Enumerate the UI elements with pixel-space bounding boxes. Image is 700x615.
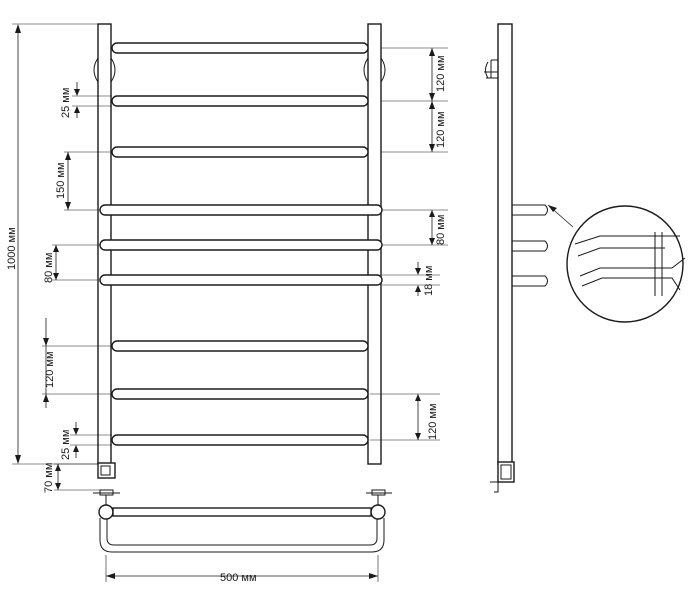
label-total-height: 1000 мм	[6, 227, 18, 270]
dim-gap-120-left: 120 мм	[42, 318, 112, 408]
label-bar-diameter-bottom: 25 мм	[60, 430, 72, 460]
label-width: 500 мм	[220, 572, 257, 584]
detail-callout	[547, 204, 686, 323]
label-gap-120-left: 120 мм	[44, 351, 56, 388]
label-bottom-offset: 70 мм	[43, 463, 55, 493]
label-gap-120-right-bottom: 120 мм	[427, 403, 439, 440]
thermostat-box	[97, 462, 116, 479]
side-view	[484, 23, 548, 493]
dim-gap-120-right-bottom: 120 мм	[370, 393, 440, 441]
dim-bottom-offset: 70 мм	[43, 463, 100, 493]
dim-bar-diameter-top: 25 мм	[60, 82, 112, 118]
label-second-gap-right: 120 мм	[435, 111, 447, 148]
dim-total-height: 1000 мм	[6, 23, 98, 465]
dim-bar-18: 18 мм	[382, 262, 440, 296]
dim-gap-80-right: 80 мм	[382, 209, 448, 246]
dim-second-gap-right: 120 мм	[381, 101, 448, 153]
rail-bars	[99, 42, 383, 446]
rail-bar	[111, 434, 369, 446]
rail-bar	[111, 95, 369, 107]
rail-bar	[99, 204, 383, 216]
label-bar-18: 18 мм	[423, 266, 435, 296]
rail-bar	[111, 146, 369, 158]
top-right-wall-mount	[363, 57, 386, 83]
rail-bar	[111, 340, 369, 352]
dim-gap-80-left: 80 мм	[43, 244, 100, 283]
label-bar-diameter-top: 25 мм	[60, 88, 72, 118]
dim-bar-diameter-bottom: 25 мм	[60, 422, 112, 460]
dim-gap-150: 150 мм	[55, 151, 112, 211]
rail-bar	[99, 274, 383, 286]
dim-width: 500 мм	[105, 555, 379, 584]
top-left-wall-mount	[93, 57, 116, 83]
label-gap-150: 150 мм	[55, 162, 67, 199]
rail-bar	[99, 239, 383, 251]
dim-top-gap-right: 120 мм	[381, 47, 448, 102]
label-gap-80-right: 80 мм	[435, 215, 447, 245]
label-top-gap-right: 120 мм	[435, 55, 447, 92]
rail-bar	[111, 388, 369, 400]
rail-bar	[111, 42, 369, 54]
bottom-shelf	[93, 489, 392, 553]
label-gap-80-left: 80 мм	[43, 253, 55, 283]
